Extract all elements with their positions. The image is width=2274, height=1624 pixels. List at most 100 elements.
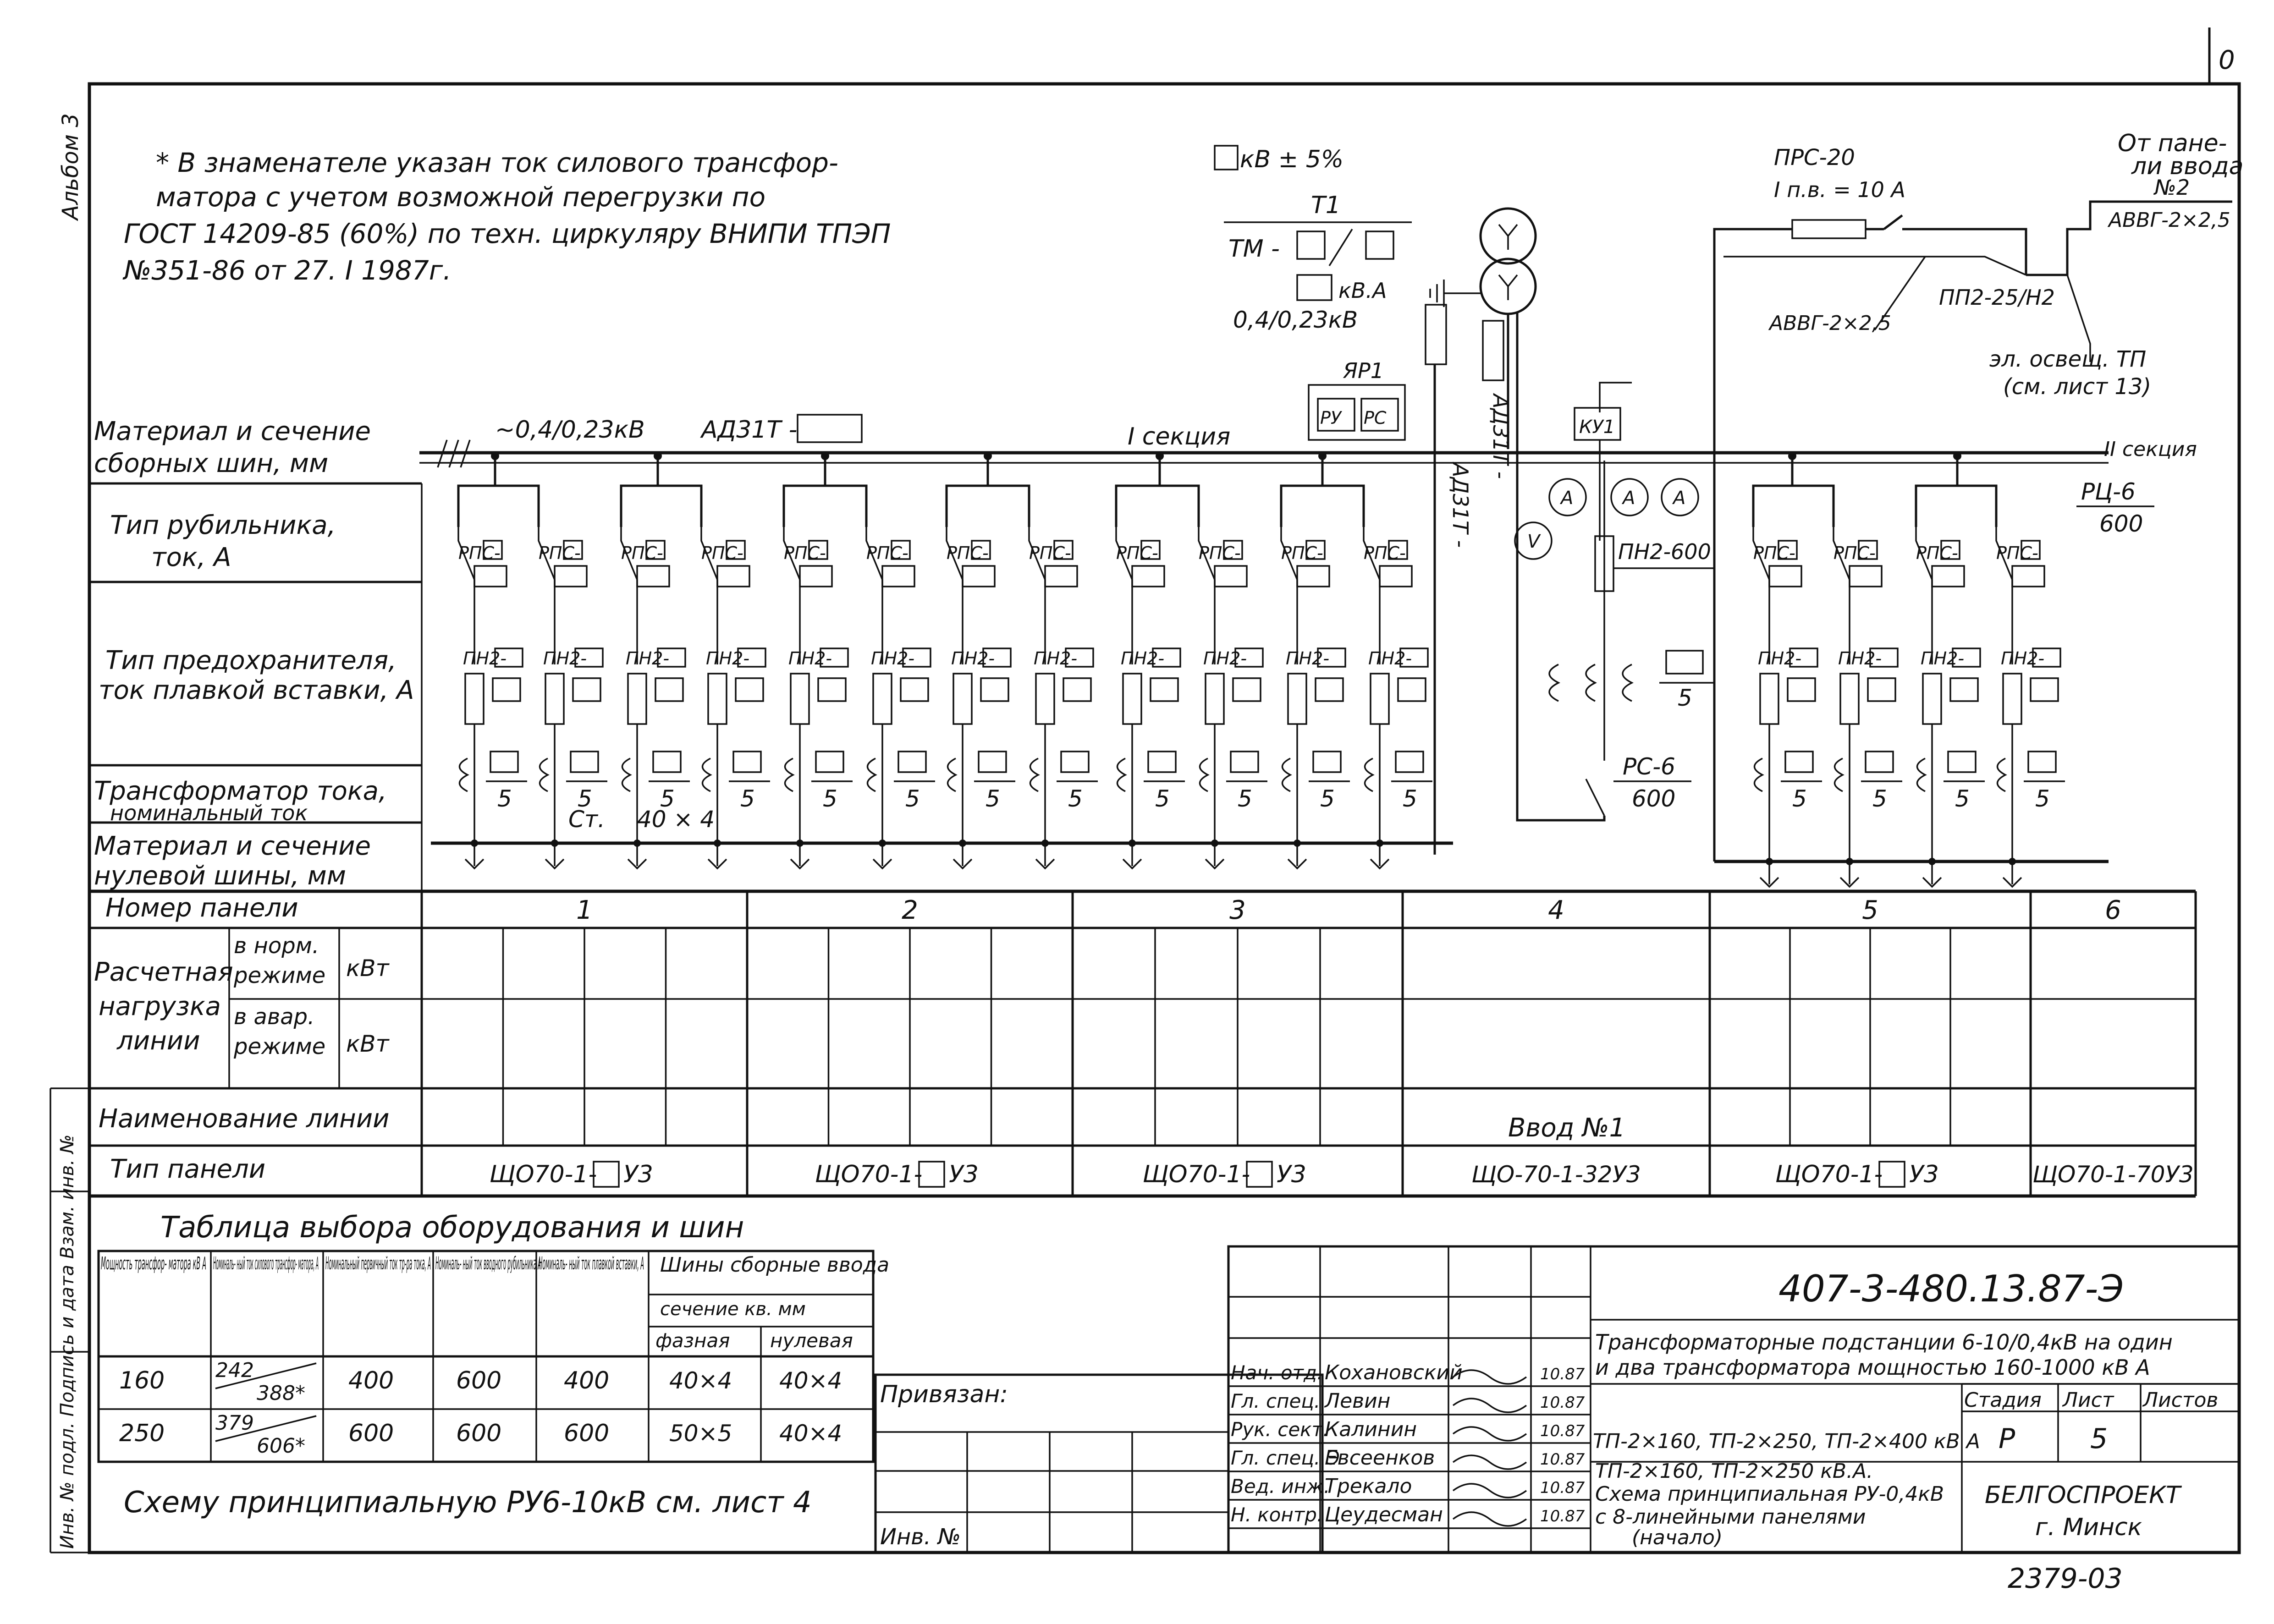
panel-number: 3 (1229, 895, 1246, 925)
panel-number: 4 (1548, 895, 1564, 925)
selection-header: Номинальный первичный ток тр-ра тока, А (325, 1253, 431, 1273)
phase-header: фазная (655, 1329, 730, 1352)
feeder: РПС-ПН2-5 (538, 527, 607, 870)
fuse-label: ПН2- (543, 648, 587, 669)
row-material-2: сборных шин, мм (94, 449, 328, 478)
transformer-voltage-tol: кВ ± 5% (1240, 146, 1343, 173)
svg-text:A: A (1559, 488, 1573, 509)
neutral-header: нулевая (770, 1329, 853, 1352)
switch-label: РПС- (1834, 543, 1876, 563)
switch-label: РПС- (539, 543, 581, 563)
row-neutral: 40×4 (779, 1367, 842, 1394)
input-line-name: Ввод №1 (1508, 1113, 1625, 1143)
emerg-mode-1: в авар. (234, 1004, 314, 1030)
selection-table: Таблица выбора оборудования и шин Мощнос… (97, 1211, 889, 1463)
ct-label: 5 (740, 785, 755, 812)
load-label-3: линии (116, 1026, 200, 1056)
load-label-1: Расчетная (94, 957, 233, 987)
selection-header: Номиналь- ный ток вводного рубильника А (435, 1253, 541, 1273)
panel-table: Номер панели Расчетная нагрузка линии в … (89, 889, 2197, 1198)
row-power: 250 (119, 1420, 165, 1447)
signer-name: Евсеенков (1325, 1446, 1435, 1470)
lighting-switch: ПП2-25/Н2 (1939, 285, 2055, 310)
ct-label: 5 (1155, 785, 1170, 812)
note-line-3: ГОСТ 14209-85 (60%) по техн. циркуляру В… (124, 218, 891, 249)
fuse-label: ПН2- (1034, 648, 1077, 669)
feeder: РПС-ПН2-5 (1280, 527, 1350, 870)
fuse-label: ПН2- (1838, 648, 1882, 669)
ct-label: 5 (1955, 785, 1970, 812)
feeder: РПС-ПН2-5 (1363, 527, 1432, 870)
panel-number: 5 (1862, 895, 1878, 925)
switch-label: РПС- (1199, 543, 1241, 563)
signer-date: 10.87 (1540, 1479, 1585, 1497)
row-switch-2: ток, А (151, 543, 231, 572)
side-stamp-text: Инв. № подл. Подпись и дата Взам. инв. № (57, 1135, 78, 1549)
desc-2: и два трансформатора мощностью 160-1000 … (1595, 1355, 2150, 1380)
bus-section-1: I секция (1128, 423, 1230, 450)
title-block: Привязан: Инв. № 407-3-480.13.87-Э Транс… (874, 1245, 2241, 1595)
note-line-2: матора с учетом возможной перегрузки по (156, 181, 765, 213)
row-fuse: 600 (564, 1420, 609, 1447)
signature (1452, 1369, 1527, 1385)
feeder: РПС-ПН2-5 (1198, 527, 1267, 870)
row-fuse-2: ток плавкой вставки, А (99, 675, 414, 705)
selection-header: Номиналь- ный ток силового трансфор- мат… (213, 1253, 319, 1273)
cable-top: АВВГ-2×2,5 (2107, 208, 2230, 232)
signer-name: Цеудесман (1325, 1503, 1443, 1526)
fuse-label: ПН2- (1921, 648, 1964, 669)
switch-label: РПС- (1916, 543, 1958, 563)
ct-label: 5 (905, 785, 920, 812)
row-current-num: 242 (215, 1359, 254, 1382)
row-switch: 600 (456, 1420, 501, 1447)
switch-label: РПС- (701, 543, 743, 563)
fuse-label: ПН2- (463, 648, 507, 669)
lighting-label-2: (см. лист 13) (2003, 374, 2151, 400)
selection-title: Таблица выбора оборудования и шин (160, 1211, 744, 1245)
feeder: РПС-ПН2-5 (457, 527, 527, 870)
bus-section-2: II секция (2104, 438, 2197, 461)
fuse-label: ПН2- (871, 648, 914, 669)
transformer-ratio: 0,4/0,23кВ (1233, 307, 1358, 333)
svg-text:A: A (1621, 488, 1635, 509)
feeder: РПС- ПН2- 5 (1833, 527, 1902, 888)
signer-role: Н. контр. (1231, 1503, 1323, 1526)
switch-label: РПС- (784, 543, 826, 563)
input-breakers: АД31Т - АД31Т - (1425, 304, 1513, 855)
dwg-line-3: с 8-линейными панелями (1595, 1505, 1866, 1529)
ct-label: 5 (1238, 785, 1252, 812)
row-current-num: 379 (215, 1411, 254, 1435)
row-ct: 400 (348, 1367, 394, 1394)
ct-label: 5 (2035, 785, 2050, 812)
side-stamp: Инв. № подл. Подпись и дата Взам. инв. № (50, 1087, 89, 1553)
note: * В знаменателе указан ток силового тран… (122, 147, 891, 286)
row-neutral-2: нулевой шины, мм (94, 861, 346, 891)
dwg-line-4: (начало) (1632, 1526, 1723, 1549)
sheet-corner: 0 (2219, 45, 2235, 75)
signature (1452, 1511, 1527, 1527)
org-1: БЕЛГОСПРОЕКТ (1985, 1481, 2182, 1509)
row-neutral-1: Материал и сечение (94, 831, 371, 861)
feeder: РПС- ПН2- 5 (1915, 527, 1985, 888)
feeder: РПС-ПН2-5 (1995, 527, 2065, 888)
fuse-label: ПН2- (1286, 648, 1329, 669)
line-name-label: Наименование линии (99, 1104, 390, 1134)
fuse-label: ПН2- (626, 648, 669, 669)
yp1-right: РС (1364, 408, 1387, 428)
sheet-header: Лист (2062, 1388, 2114, 1412)
sheets-header: Листов (2142, 1388, 2218, 1412)
ct-label: 5 (1872, 785, 1887, 812)
row-labels: Материал и сечение сборных шин, мм Тип р… (89, 417, 423, 891)
row-phase: 40×4 (669, 1367, 732, 1394)
input-section: КУ1 A A A V ПН2-600 5 РС-6 600 (1514, 312, 1714, 822)
transformer-type: ТМ - (1228, 235, 1280, 263)
switch-label: РПС- (866, 543, 908, 563)
panel-type: ЩО70-1-70У3 (2032, 1161, 2193, 1188)
breaker-vertical-2: АД31Т - (1488, 393, 1513, 479)
feeder: РПС-ПН2-5 (783, 527, 853, 870)
switch-label: РПС- (947, 543, 989, 563)
row-fuse: 400 (564, 1367, 609, 1394)
panel-no-label: Номер панели (105, 893, 298, 923)
signer-role: Гл. спец. Э (1231, 1447, 1340, 1469)
